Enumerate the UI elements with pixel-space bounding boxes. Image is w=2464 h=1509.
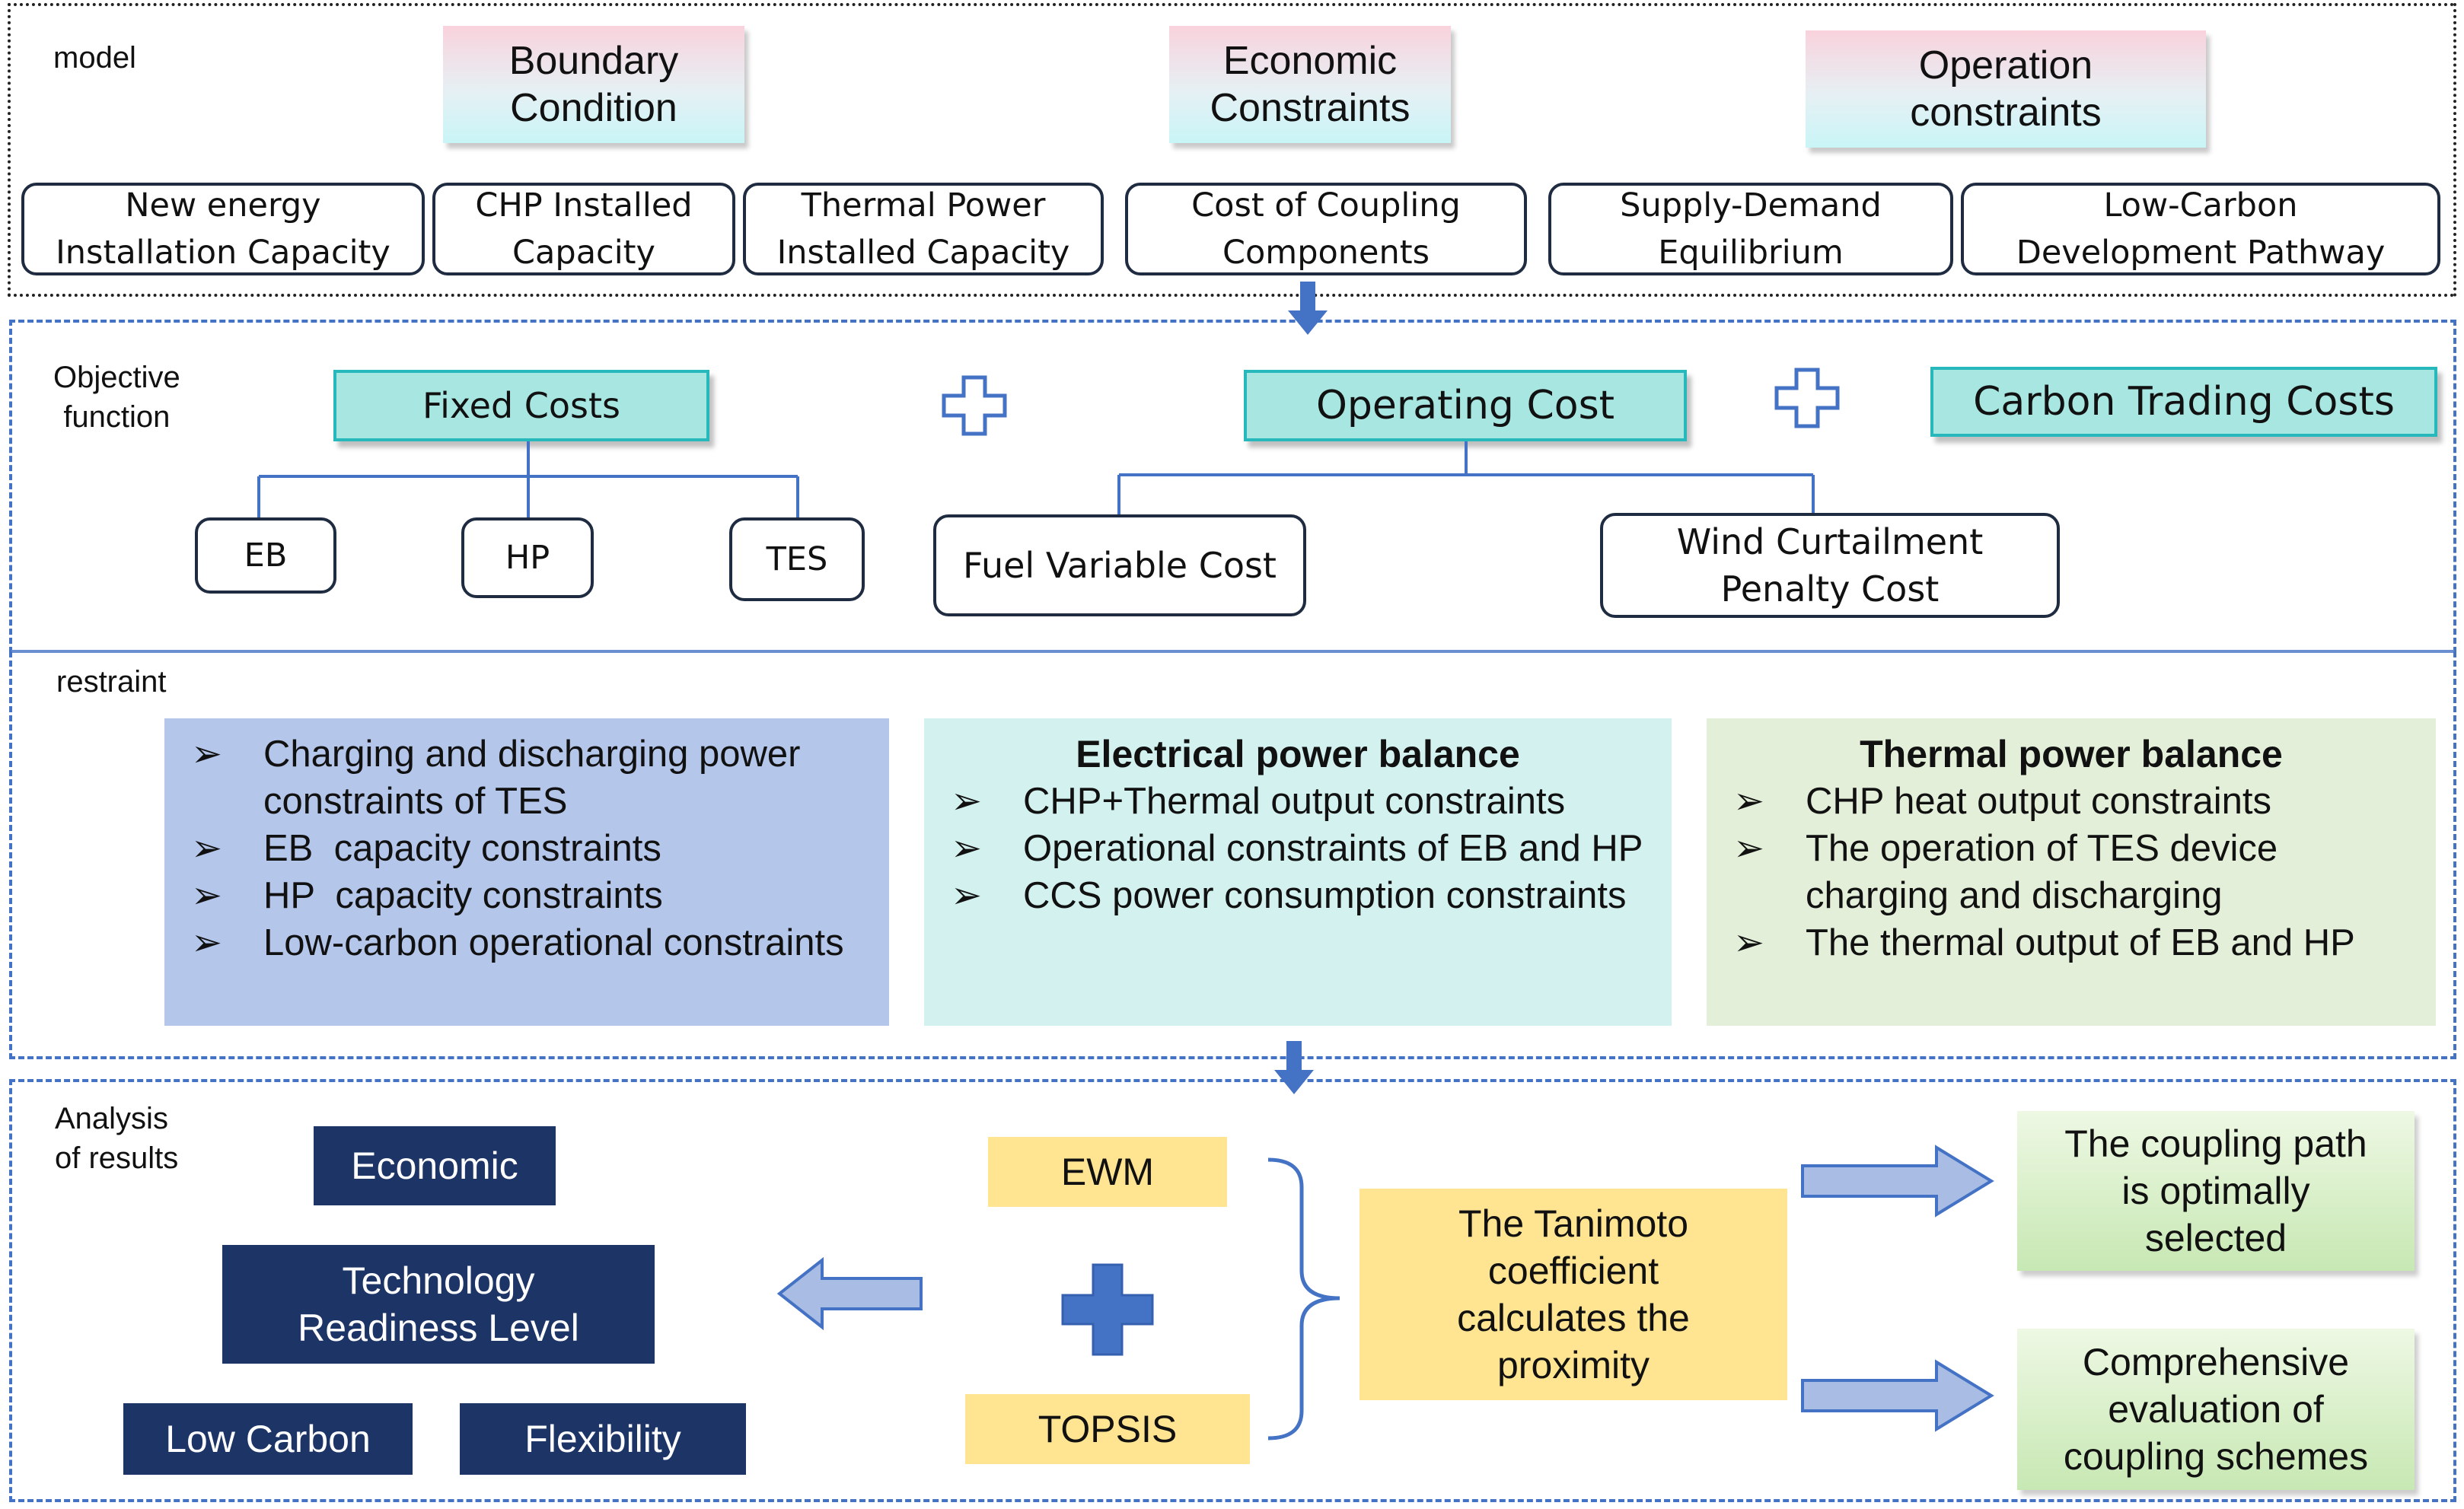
fuel-variable-cost: Fuel Variable Cost bbox=[933, 514, 1306, 616]
criterion-technology-readiness: Technology Readiness Level bbox=[222, 1245, 655, 1364]
model-item-thermal-capacity: Thermal Power Installed Capacity bbox=[743, 183, 1104, 275]
restraint-item: ➢CHP heat output constraints bbox=[1733, 781, 2271, 822]
tanimoto-box: The Tanimoto coefficient calculates the … bbox=[1360, 1189, 1787, 1400]
economic-constraints-header: Economic Constraints bbox=[1169, 26, 1451, 143]
model-item-low-carbon-pathway: Low-Carbon Development Pathway bbox=[1961, 183, 2440, 275]
outcome-optimal-path: The coupling path is optimally selected bbox=[2017, 1111, 2415, 1271]
model-item-new-energy: New energy Installation Capacity bbox=[21, 183, 425, 275]
restraint-item: ➢HP capacity constraints bbox=[191, 875, 663, 916]
restraint-item: ➢CCS power consumption constraints bbox=[951, 875, 1627, 916]
brace-icon bbox=[1267, 1157, 1340, 1441]
analysis-label: Analysis of results bbox=[55, 1102, 179, 1175]
fixed-costs-box: Fixed Costs bbox=[333, 370, 709, 441]
model-item-supply-demand: Supply-Demand Equilibrium bbox=[1548, 183, 1953, 275]
restraint-item: ➢CHP+Thermal output constraints bbox=[951, 781, 1566, 822]
restraint-item: ➢Charging and discharging power constrai… bbox=[191, 734, 801, 822]
criterion-flexibility: Flexibility bbox=[460, 1403, 746, 1475]
carbon-trading-costs-box: Carbon Trading Costs bbox=[1930, 367, 2437, 437]
plus-icon bbox=[942, 375, 1007, 436]
criterion-economic: Economic bbox=[314, 1126, 556, 1205]
model-item-coupling-cost: Cost of Coupling Components bbox=[1125, 183, 1527, 275]
restraint-item: ➢Low-carbon operational constraints bbox=[191, 922, 844, 963]
fixed-cost-eb: EB bbox=[195, 517, 336, 594]
restraint-label: restraint bbox=[56, 665, 167, 699]
thermal-balance-title: Thermal power balance bbox=[1860, 733, 2283, 775]
fixed-cost-hp: HP bbox=[461, 517, 594, 598]
left-arrow-icon bbox=[776, 1257, 923, 1330]
down-arrow-icon bbox=[1288, 282, 1328, 335]
right-arrow-icon bbox=[1801, 1144, 1994, 1218]
electrical-balance-title: Electrical power balance bbox=[1076, 733, 1520, 775]
model-section bbox=[8, 3, 2456, 297]
method-ewm: EWM bbox=[988, 1137, 1227, 1207]
right-arrow-icon bbox=[1801, 1359, 1994, 1432]
model-label: model bbox=[53, 41, 136, 75]
criterion-low-carbon: Low Carbon bbox=[123, 1403, 413, 1475]
model-item-chp-capacity: CHP Installed Capacity bbox=[432, 183, 735, 275]
down-arrow-icon bbox=[1274, 1041, 1314, 1094]
restraint-panel-electrical: Electrical power balance ➢CHP+Thermal ou… bbox=[924, 718, 1672, 1026]
restraint-item: ➢EB capacity constraints bbox=[191, 828, 661, 869]
boundary-condition-header: Boundary Condition bbox=[443, 26, 744, 143]
operation-constraints-header: Operation constraints bbox=[1806, 30, 2206, 148]
outcome-comprehensive-evaluation: Comprehensive evaluation of coupling sch… bbox=[2017, 1329, 2415, 1490]
fixed-cost-tes: TES bbox=[729, 517, 865, 601]
wind-curtailment-penalty: Wind Curtailment Penalty Cost bbox=[1600, 513, 2060, 618]
objective-label: Objective function bbox=[53, 361, 180, 434]
restraint-item: ➢The thermal output of EB and HP bbox=[1733, 922, 2355, 963]
operating-cost-box: Operating Cost bbox=[1244, 370, 1687, 441]
analysis-section bbox=[9, 1079, 2456, 1502]
restraint-section bbox=[9, 651, 2456, 1059]
restraint-panel-thermal: Thermal power balance ➢CHP heat output c… bbox=[1707, 718, 2436, 1026]
plus-icon bbox=[1774, 368, 1840, 428]
objective-section bbox=[9, 320, 2456, 653]
restraint-panel-tes: ➢Charging and discharging power constrai… bbox=[164, 718, 889, 1026]
plus-icon bbox=[1061, 1263, 1154, 1356]
restraint-item: ➢Operational constraints of EB and HP bbox=[951, 828, 1643, 869]
restraint-item: ➢The operation of TES device charging an… bbox=[1733, 828, 2278, 916]
method-topsis: TOPSIS bbox=[965, 1394, 1250, 1464]
